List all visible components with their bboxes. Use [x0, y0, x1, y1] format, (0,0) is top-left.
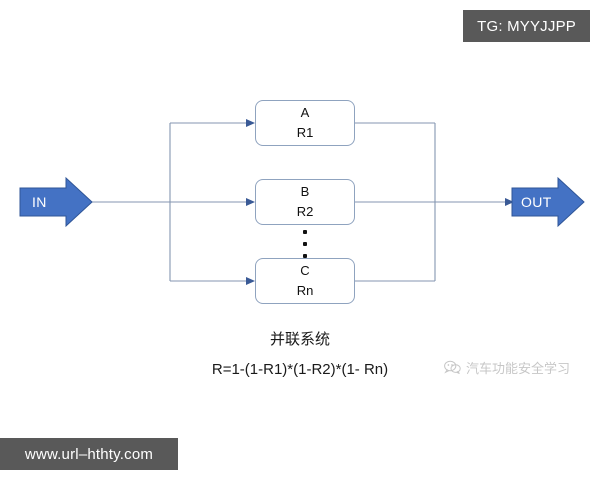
- arrowhead-out: [505, 198, 514, 206]
- block-a[interactable]: A R1: [255, 100, 355, 146]
- block-c-title: C: [300, 262, 310, 278]
- wechat-watermark: 汽车功能安全学习: [444, 358, 570, 377]
- arrowhead-a-in: [246, 119, 255, 127]
- vertical-ellipsis-icon: [298, 230, 312, 258]
- block-a-title: A: [300, 104, 310, 120]
- wechat-watermark-text: 汽车功能安全学习: [466, 361, 571, 376]
- block-b-title: B: [300, 183, 310, 199]
- top-right-tag: TG: MYYJJPP: [463, 10, 590, 42]
- ellipsis-dot: [303, 254, 307, 258]
- block-c-reliability: Rn: [296, 283, 314, 298]
- out-block-arrow: [511, 176, 585, 228]
- arrowhead-b-in: [246, 198, 255, 206]
- caption: 并联系统 R=1-(1-R1)*(1-R2)*(1- Rn): [0, 328, 600, 382]
- arrowhead-c-in: [246, 277, 255, 285]
- in-block-arrow: [19, 176, 93, 228]
- wechat-icon: [444, 360, 461, 375]
- block-b-reliability: R2: [296, 204, 314, 219]
- ellipsis-dot: [303, 242, 307, 246]
- ellipsis-dot: [303, 230, 307, 234]
- block-a-reliability: R1: [296, 125, 314, 140]
- caption-formula: R=1-(1-R1)*(1-R2)*(1- Rn): [211, 361, 389, 378]
- block-c[interactable]: C Rn: [255, 258, 355, 304]
- caption-title: 并联系统: [269, 331, 330, 348]
- block-b[interactable]: B R2: [255, 179, 355, 225]
- bottom-left-url-watermark: www.url–hthty.com: [0, 438, 178, 470]
